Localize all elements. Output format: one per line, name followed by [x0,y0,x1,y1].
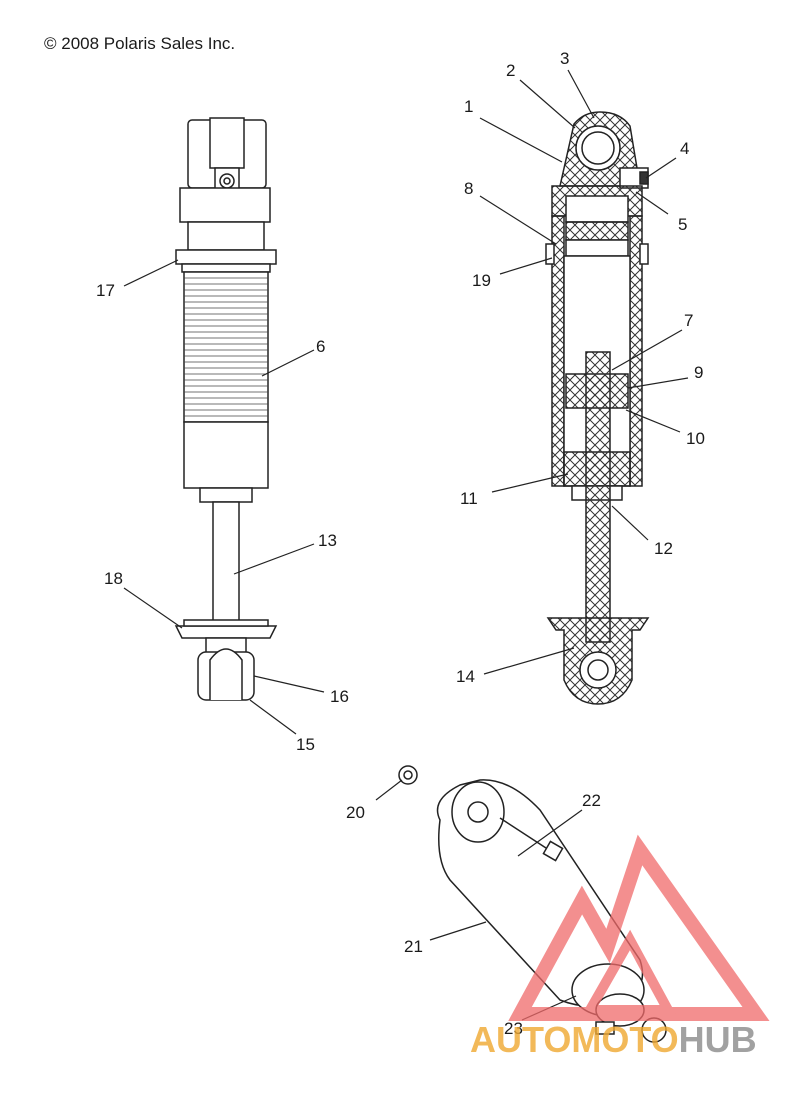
callout-13: 13 [318,531,337,550]
callout-10: 10 [686,429,705,448]
callout-18: 18 [104,569,123,588]
callout-2: 2 [506,61,515,80]
callout-19: 19 [472,271,491,290]
copyright-text: © 2008 Polaris Sales Inc. [44,34,236,53]
callout-22: 22 [582,791,601,810]
callout-16: 16 [330,687,349,706]
callout-5: 5 [678,215,687,234]
callout-1: 1 [464,97,473,116]
callout-21: 21 [404,937,423,956]
callout-8: 8 [464,179,473,198]
callout-7: 7 [684,311,693,330]
watermark-text-1: AUTOMOTO [470,1019,679,1060]
callout-12: 12 [654,539,673,558]
callout-4: 4 [680,139,689,158]
callout-3: 3 [560,49,569,68]
callout-20: 20 [346,803,365,822]
automotohub-watermark: AUTOMOTOHUB [470,834,770,1060]
callout-17: 17 [96,281,115,300]
callout-11: 11 [460,489,478,508]
callout-9: 9 [694,363,703,382]
callout-6: 6 [316,337,325,356]
leader-lines [123,69,689,1021]
watermark-text-2: HUB [679,1019,757,1060]
assembled-shock [174,117,278,701]
watermark-logo-icon [508,834,770,1021]
callout-14: 14 [456,667,475,686]
svg-text:AUTOMOTOHUB: AUTOMOTOHUB [470,1019,757,1060]
body-threads [184,277,268,417]
callout-15: 15 [296,735,315,754]
callout-23: 23 [504,1019,523,1038]
callout-labels: 1 2 3 4 5 6 7 8 9 10 11 12 13 14 15 16 1… [96,49,705,1038]
cutaway-shock [545,111,650,705]
